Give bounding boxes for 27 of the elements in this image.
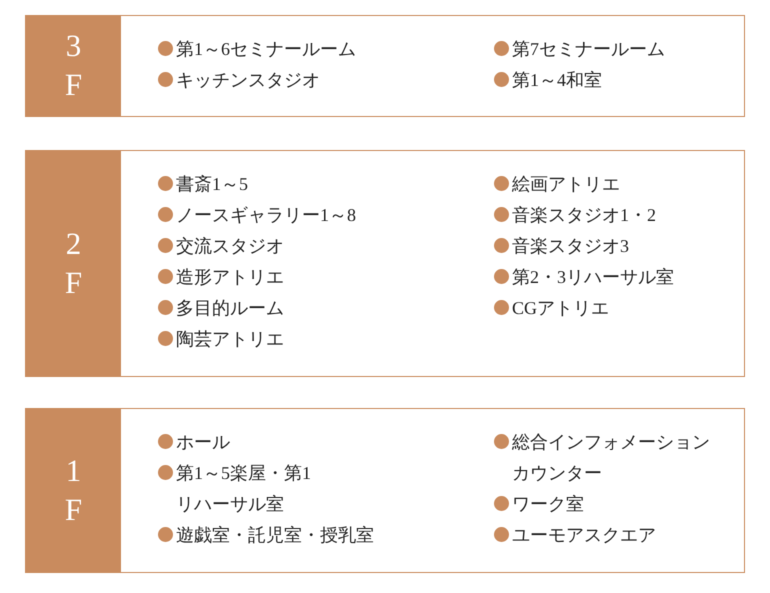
floor-panel [25,408,745,573]
room-name: 絵画アトリエ [512,173,620,196]
room-name: 第1～4和室 [512,69,602,92]
room-name: 音楽スタジオ1・2 [512,204,656,227]
room-name: CGアトリエ [512,297,610,320]
room-name: 書斎1～5 [176,173,248,196]
room-name: 第1～6セミナールーム [176,38,356,61]
room-name: 陶芸アトリエ [176,328,284,351]
floor-label: 3F [64,27,84,104]
room-name: 多目的ルーム [176,297,284,320]
room-name: 第1～5楽屋・第1リハーサル室 [176,462,312,516]
room-name: 総合インフォメーションカウンター [512,431,711,485]
floor-panel [25,15,745,117]
room-name: ホール [176,431,230,454]
room-name: 交流スタジオ [176,235,284,258]
room-name: 第2・3リハーサル室 [512,266,674,289]
room-name: ユーモアスクエア [512,524,656,547]
room-name: ワーク室 [512,493,584,516]
floor-panel [25,150,745,377]
room-name: 造形アトリエ [176,266,284,289]
floor-label: 1F [64,452,84,528]
room-name: 音楽スタジオ3 [512,235,629,258]
room-name: ノースギャラリー1～8 [176,204,356,227]
room-name: 遊戯室・託児室・授乳室 [176,524,374,547]
floor-label: 2F [64,224,84,302]
room-name: 第7セミナールーム [512,38,665,61]
room-name: キッチンスタジオ [176,69,320,92]
